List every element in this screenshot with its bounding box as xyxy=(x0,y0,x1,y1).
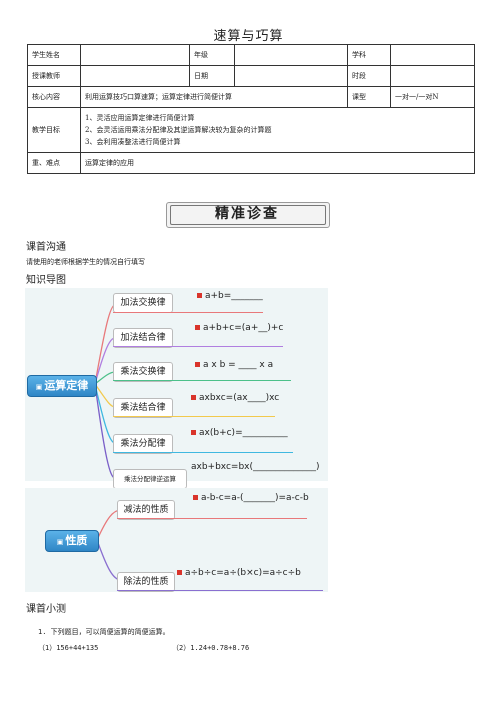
center-node-operation-laws: ▣运算定律 xyxy=(27,375,97,397)
formula-subtraction-property: a-b-c=a-(_______)=a-c-b xyxy=(193,493,309,503)
formula-addition-commutative: a+b=_______ xyxy=(197,291,263,301)
period-label: 时段 xyxy=(347,65,391,87)
mindmap-operation-laws: ▣运算定律 加法交换律 a+b=_______ 加法结合律 a+b+c=(a+_… xyxy=(25,288,328,489)
subject-value[interactable] xyxy=(390,44,475,66)
node-icon: ▣ xyxy=(56,538,64,546)
branch-underline xyxy=(113,312,263,313)
core-content-value: 利用运算技巧口算速算；运算定律进行简便计算 xyxy=(80,86,348,108)
formula-distributive-inverse: axb+bxc=bx(______________) xyxy=(191,462,320,472)
flag-icon xyxy=(195,362,200,367)
branch-multiplication-associative: 乘法结合律 xyxy=(113,398,173,418)
grade-value[interactable] xyxy=(234,44,348,66)
student-name-label: 学生姓名 xyxy=(27,44,81,66)
period-value[interactable] xyxy=(390,65,475,87)
branch-multiplication-commutative: 乘法交换律 xyxy=(113,362,173,382)
branch-underline xyxy=(113,346,283,347)
banner-title: 精准诊查 xyxy=(215,206,279,222)
center-node-properties: ▣性质 xyxy=(45,530,99,552)
formula-multiplication-distributive: ax(b+c)=__________ xyxy=(191,428,288,438)
branch-division-property: 除法的性质 xyxy=(117,572,175,592)
formula-addition-associative: a+b+c=(a+__)+c xyxy=(195,323,283,333)
connector-line xyxy=(94,337,116,385)
goal-item: 1、灵活应用运算定律进行简便计算 xyxy=(85,114,195,122)
section-banner: 精准诊查 xyxy=(148,200,348,228)
branch-multiplication-distributive: 乘法分配律 xyxy=(113,434,173,454)
teaching-goal-list: 1、灵活应用运算定律进行简便计算 2、会灵活运用乘法分配律及其逆运算解决较为复杂… xyxy=(80,107,475,153)
teaching-goal-label: 教学目标 xyxy=(27,107,81,153)
branch-distributive-inverse: 乘法分配律逆运算 xyxy=(113,469,187,489)
pre-communication-note: 请使用的老师根据学生的情况自行填写 xyxy=(26,258,145,266)
branch-underline xyxy=(117,590,323,591)
branch-subtraction-property: 减法的性质 xyxy=(117,500,175,520)
center-node-label: 运算定律 xyxy=(44,379,89,392)
node-icon: ▣ xyxy=(35,383,43,391)
flag-icon xyxy=(191,395,196,400)
core-content-label: 核心内容 xyxy=(27,86,81,108)
formula-text: axbxc=(ax____)xc xyxy=(199,393,280,403)
lesson-info-table: 学生姓名 年级 学科 授课教师 日期 时段 核心内容 利用运算技巧口算速算；运算… xyxy=(27,44,475,174)
pre-test-heading: 课首小测 xyxy=(26,604,66,615)
date-label: 日期 xyxy=(189,65,235,87)
formula-text: a x b = ____ x a xyxy=(203,360,274,370)
banner-inner-frame xyxy=(170,205,326,225)
flag-icon xyxy=(191,430,196,435)
goal-item: 3、会利用凑整法进行简便计算 xyxy=(85,138,181,146)
question-intro: 1. 下列题目，可以简便运算的简便运算。 xyxy=(38,628,170,636)
formula-multiplication-associative: axbxc=(ax____)xc xyxy=(191,393,279,403)
question-1: （1）156+44+135 xyxy=(38,644,99,652)
formula-multiplication-commutative: a x b = ____ x a xyxy=(195,360,273,370)
formula-text: a-b-c=a-(_______)=a-c-b xyxy=(201,493,309,503)
branch-underline xyxy=(117,518,307,519)
question-2: （2）1.24+0.78+8.76 xyxy=(172,644,250,652)
flag-icon xyxy=(195,325,200,330)
teacher-value[interactable] xyxy=(80,65,190,87)
branch-underline xyxy=(113,452,293,453)
subject-label: 学科 xyxy=(347,44,391,66)
mindmap-heading: 知识导图 xyxy=(26,275,66,286)
key-points-value: 运算定律的应用 xyxy=(80,152,475,174)
lesson-type-value: 一对一/一对N xyxy=(390,86,475,108)
grade-label: 年级 xyxy=(189,44,235,66)
connector-line xyxy=(94,383,116,444)
flag-icon xyxy=(197,293,202,298)
teacher-label: 授课教师 xyxy=(27,65,81,87)
lesson-type-label: 课型 xyxy=(347,86,391,108)
pre-communication-heading: 课首沟通 xyxy=(26,242,66,253)
student-name-value[interactable] xyxy=(80,44,190,66)
flag-icon xyxy=(193,495,198,500)
branch-underline xyxy=(113,380,291,381)
mindmap-properties: ▣性质 减法的性质 a-b-c=a-(_______)=a-c-b 除法的性质 … xyxy=(25,488,328,592)
key-points-label: 重、难点 xyxy=(27,152,81,174)
formula-division-property: a÷b÷c=a÷(b×c)=a÷c÷b xyxy=(177,568,301,578)
branch-underline xyxy=(113,416,275,417)
branch-addition-associative: 加法结合律 xyxy=(113,328,173,348)
formula-text: a+b+c=(a+__)+c xyxy=(203,323,284,333)
flag-icon xyxy=(177,570,182,575)
goal-item: 2、会灵活运用乘法分配律及其逆运算解决较为复杂的计算题 xyxy=(85,126,272,134)
banner-frame xyxy=(166,202,330,228)
formula-text: a+b=_______ xyxy=(205,291,263,301)
formula-text: ax(b+c)=__________ xyxy=(199,428,288,438)
document-title: 速算与巧算 xyxy=(213,29,284,44)
branch-addition-commutative: 加法交换律 xyxy=(113,293,173,313)
formula-text: a÷b÷c=a÷(b×c)=a÷c÷b xyxy=(185,568,301,578)
date-value[interactable] xyxy=(234,65,348,87)
center-node-label: 性质 xyxy=(65,534,88,547)
